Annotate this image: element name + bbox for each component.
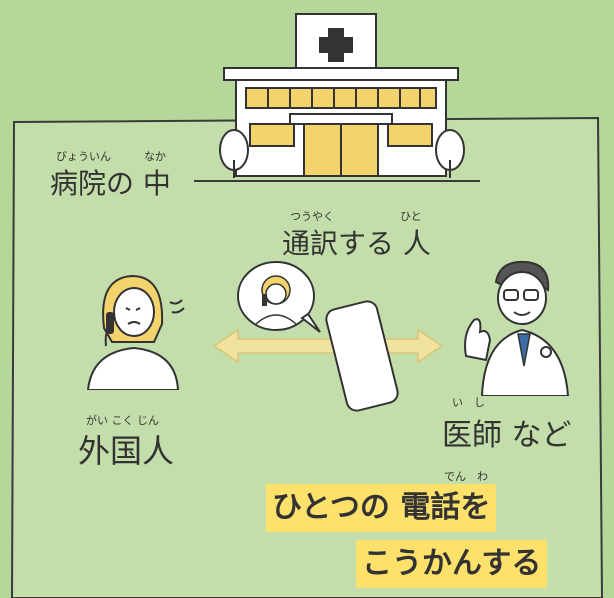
interpreter-label: 通訳する 人 bbox=[282, 227, 431, 260]
smartphone-icon bbox=[325, 300, 399, 412]
doctor-label: 医師 など bbox=[442, 418, 572, 453]
double-arrow-icon bbox=[212, 328, 444, 364]
caption-ruby: でん わ bbox=[444, 470, 488, 483]
interpreter-ruby: つうやく ひと bbox=[290, 210, 422, 223]
doctor-ruby: い し bbox=[452, 396, 485, 409]
foreigner-ruby: がい こく じん bbox=[86, 414, 159, 427]
caption-line2: こうかんする bbox=[356, 540, 548, 588]
hospital-label: 病院の 中 bbox=[50, 167, 171, 200]
foreign-person-icon bbox=[86, 274, 185, 390]
foreigner-label: 外国人 bbox=[78, 432, 175, 470]
hospital-building-icon bbox=[219, 13, 465, 178]
hospital-ruby: びょういん なか bbox=[56, 150, 166, 163]
interpreter-bubble-icon bbox=[237, 261, 321, 333]
doctor-icon bbox=[464, 260, 570, 396]
caption-line1: ひとつの 電話を bbox=[266, 484, 497, 532]
